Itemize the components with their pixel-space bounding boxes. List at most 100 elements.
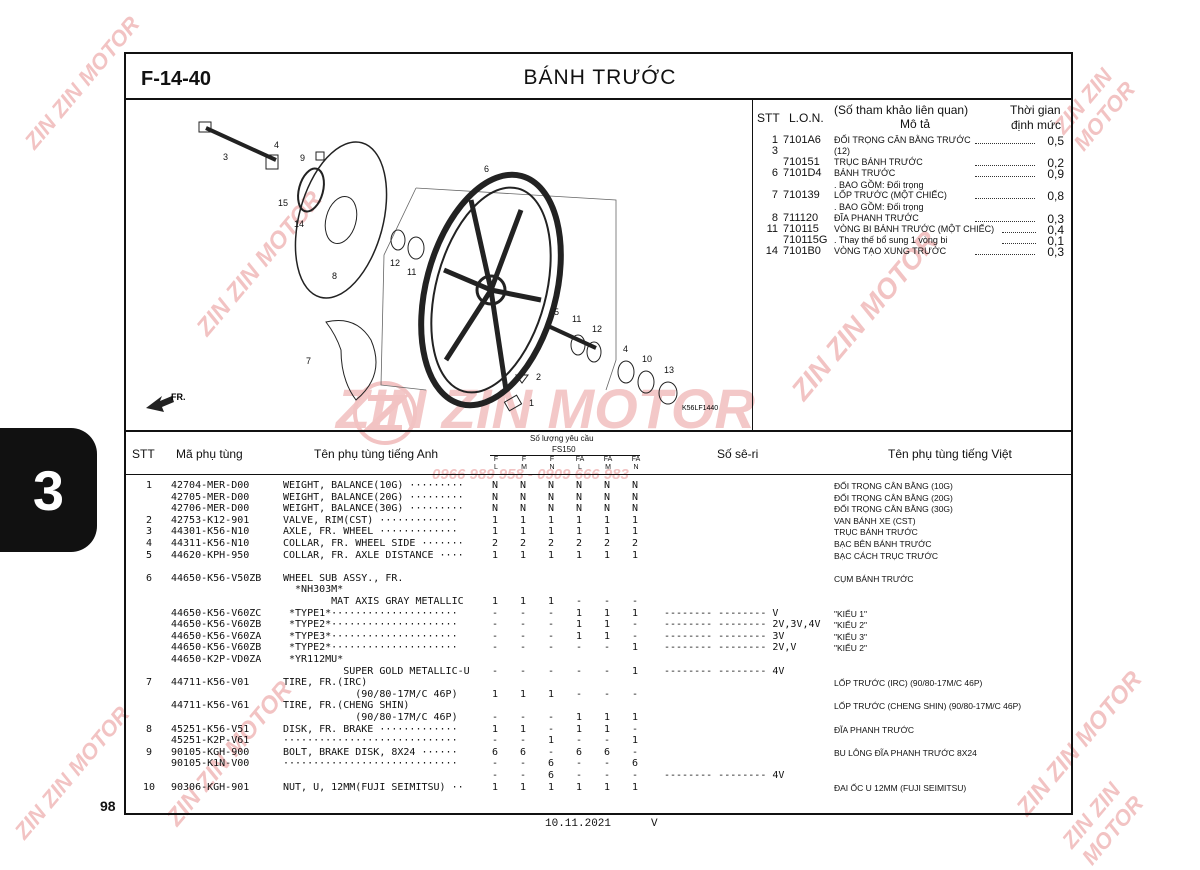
- parts-row-qty: -: [631, 746, 639, 758]
- ref-row-time: 0,5: [1047, 134, 1064, 148]
- ref-row-stt: 7: [771, 189, 778, 201]
- ref-row-lon: 710139: [783, 189, 820, 201]
- parts-row-part: 42705-MER-D00: [171, 491, 250, 503]
- parts-row-part: 90306-KGH-901: [171, 781, 250, 793]
- ref-row-desc: TRỤC BÁNH TRƯỚC: [834, 157, 923, 167]
- ref-row-leader: [975, 157, 1035, 166]
- parts-row-qty: 1: [491, 549, 499, 561]
- parts-row-qty: -: [603, 770, 611, 781]
- image-code: K56LF1440: [682, 405, 718, 412]
- callout-1: 1: [529, 398, 534, 408]
- parts-row-qty: 1: [519, 723, 527, 735]
- parts-row-serial: -------- -------- 4V: [664, 770, 785, 781]
- parts-row-en: *TYPE2*·····················: [283, 642, 458, 654]
- section-tab-number: 3: [32, 459, 65, 522]
- parts-row-qty: 1: [603, 526, 611, 538]
- parts-row-qty: -: [519, 607, 527, 619]
- callout-8: 8: [332, 271, 337, 281]
- parts-row-stt: 2: [145, 514, 153, 526]
- parts-row-qty: N: [603, 503, 611, 515]
- parts-row-qty: N: [603, 491, 611, 503]
- parts-row-vi: ĐAI ỐC U 12MM (FUJI SEIMITSU): [834, 782, 967, 793]
- parts-row-qty: 1: [491, 723, 499, 735]
- parts-row-stt: 7: [145, 677, 153, 689]
- parts-row-qty: 1: [603, 619, 611, 631]
- parts-row-qty: 1: [575, 514, 583, 526]
- parts-row-qty: 2: [603, 538, 611, 549]
- parts-row-en: COLLAR, FR. WHEEL SIDE ·······: [283, 538, 464, 549]
- parts-head-qty: Số lượng yêu cầu: [530, 434, 594, 443]
- parts-row-qty: 1: [547, 526, 555, 538]
- parts-row-qty: N: [519, 491, 527, 503]
- parts-row-vi: ĐỐI TRỌNG CÂN BẰNG (20G): [834, 492, 953, 503]
- parts-row-qty: N: [547, 480, 555, 491]
- parts-row-en: AXLE, FR. WHEEL ·············: [283, 526, 458, 538]
- parts-row-qty: 1: [547, 514, 555, 526]
- parts-row-qty: 1: [575, 549, 583, 561]
- parts-head-model: FS150: [552, 445, 576, 454]
- parts-row-en: WHEEL SUB ASSY., FR.: [283, 572, 404, 584]
- parts-row-qty: 1: [603, 607, 611, 619]
- parts-row-qty: 1: [547, 549, 555, 561]
- parts-row-qty: -: [519, 619, 527, 631]
- parts-row-part: 90105-K1N-V00: [171, 758, 250, 770]
- ref-row-lon: 710115G: [783, 234, 828, 246]
- parts-row-qty: -: [631, 630, 639, 642]
- ref-row-stt: 6: [771, 167, 778, 179]
- parts-row-vi: "KIỂU 1": [834, 608, 867, 619]
- callout-11b: 11: [572, 314, 581, 324]
- parts-row-part: 44311-K56-N10: [171, 538, 250, 549]
- parts-row-en: DISK, FR. BRAKE ·············: [283, 723, 458, 735]
- parts-row-qty: -: [519, 665, 527, 677]
- parts-row-en: TIRE, FR.(IRC): [283, 677, 368, 689]
- parts-row-qty: 1: [547, 781, 555, 793]
- parts-row-part: 44650-K56-V60ZB: [171, 642, 262, 654]
- parts-row-qty: N: [603, 480, 611, 491]
- parts-row-qty: 1: [491, 526, 499, 538]
- parts-row-qty: N: [575, 503, 583, 515]
- parts-row-qty: N: [519, 480, 527, 491]
- parts-row-en: ·····························: [283, 735, 458, 747]
- callout-12b: 12: [592, 324, 602, 334]
- parts-row-qty: -: [631, 770, 639, 781]
- parts-row-vi: CỤM BÁNH TRƯỚC: [834, 573, 914, 584]
- parts-row-qty: 1: [631, 607, 639, 619]
- watermark-logo-icon: [353, 381, 417, 445]
- ref-row-desc: ĐĨA PHANH TRƯỚC: [834, 213, 919, 223]
- ref-row-leader: [975, 135, 1035, 144]
- callout-10: 10: [642, 354, 652, 364]
- parts-row-part: 44711-K56-V61: [171, 700, 250, 712]
- diagram-divider: [124, 430, 1073, 432]
- page-frame: [124, 52, 1073, 815]
- parts-row-qty: 1: [603, 514, 611, 526]
- parts-row-qty: -: [603, 688, 611, 700]
- parts-row-en: MAT AXIS GRAY METALLIC: [283, 596, 464, 607]
- footer-date: 10.11.2021: [545, 818, 612, 830]
- parts-row-stt: 3: [145, 526, 153, 538]
- ref-row-desc: LỐP TRƯỚC (MỘT CHIẾC): [834, 190, 947, 200]
- ref-head-time1: Thời gian: [1010, 103, 1061, 117]
- ref-row-time: 0,9: [1047, 167, 1064, 181]
- parts-row-qty: -: [575, 770, 583, 781]
- parts-row-en: TIRE, FR.(CHENG SHIN): [283, 700, 410, 712]
- parts-row-part: 44650-K56-V60ZB: [171, 619, 262, 631]
- parts-row-qty: 1: [547, 735, 555, 747]
- qty-column-head: FA N: [631, 456, 641, 471]
- parts-row-qty: N: [491, 480, 499, 491]
- ref-row-desc: VÒNG TẠO XUNG TRƯỚC: [834, 246, 947, 256]
- callout-9: 9: [300, 153, 305, 163]
- ref-row-time: 0,3: [1047, 212, 1064, 226]
- parts-row-qty: -: [603, 665, 611, 677]
- parts-row-part: 44650-K2P-VD0ZA: [171, 654, 262, 665]
- ref-row-desc: VÒNG BI BÁNH TRƯỚC (MỘT CHIẾC): [834, 224, 995, 234]
- parts-row-en: VALVE, RIM(CST) ·············: [283, 514, 458, 526]
- parts-row-qty: N: [547, 491, 555, 503]
- parts-row-stt: 4: [145, 538, 153, 549]
- parts-row-qty: 1: [575, 607, 583, 619]
- parts-row-en: WEIGHT, BALANCE(30G) ·········: [283, 503, 464, 515]
- parts-row-qty: 2: [631, 538, 639, 549]
- parts-row-qty: 6: [519, 746, 527, 758]
- parts-head-vi: Tên phụ tùng tiếng Việt: [888, 447, 1012, 461]
- parts-row-qty: 1: [491, 596, 499, 607]
- parts-row-vi: LỐP TRƯỚC (CHENG SHIN) (90/80-17M/C 46P): [834, 701, 1022, 712]
